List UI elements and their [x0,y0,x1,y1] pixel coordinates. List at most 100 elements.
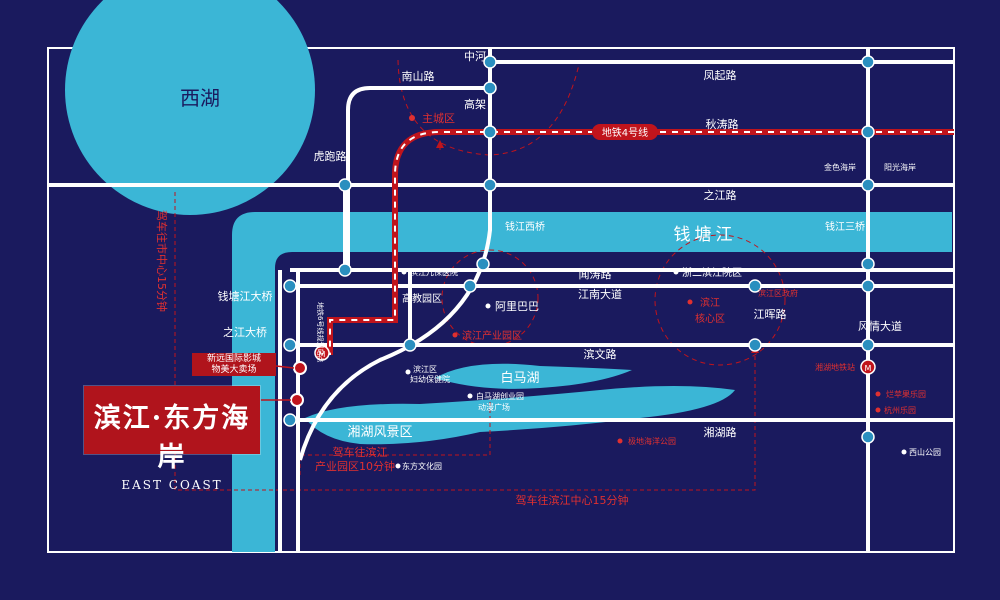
road-label-qiutao: 秋涛路 [706,117,739,131]
poi-gov: 滨江区政府 [758,288,798,298]
cinema-pin-icon [293,361,307,375]
map-frame [47,47,955,553]
road-label-qianjiang-third: 钱江三桥 [825,220,865,233]
poi-industrial: 滨江产业园区 [462,329,522,342]
arrow-city-head [436,140,444,148]
road-label-zhijiang-bridge: 之江大桥 [223,325,267,339]
road-label-xianghu: 湘湖路 [704,425,737,439]
dot [901,449,907,455]
radius-city [397,59,581,156]
node [403,338,417,352]
dot [617,438,623,444]
poi-jinsehaian: 金色海岸 [824,162,856,172]
xianghu-metro-label: 湘湖地铁站 [815,362,855,372]
node [483,125,497,139]
drive-city-border [174,192,756,491]
node [483,55,497,69]
radius-core [654,234,786,366]
project-brand: 滨江·东方海岸 EAST COAST [84,386,260,492]
poi-lanpingguo: 烂苹果乐园 [886,389,926,399]
dot [467,393,473,399]
poi-gaojiao: 高教园区 [402,292,442,305]
qiantang-river [232,212,952,552]
node [861,430,875,444]
node [748,279,762,293]
road-label-gaojia: 高架 [464,97,486,111]
node [483,178,497,192]
road-label-fengqing: 风情大道 [858,319,902,333]
brand-subtitle: EAST COAST [121,478,223,492]
zhucheng-dot [409,115,415,121]
poi-children-hospital: 滨江儿保医院 [410,267,458,277]
node [861,338,875,352]
cinema-label-2: 物美大卖场 [211,365,257,375]
node [861,257,875,271]
road-label-zhijiang: 之江路 [704,188,737,202]
cinema-label: 新远国际影城 物美大卖场 [192,353,276,376]
road-label-jianghui: 江晖路 [754,308,787,321]
baima-lake-label: 白马湖 [500,370,539,386]
road-label-jiangnan: 江南大道 [578,287,622,301]
metro-station-icon [314,345,330,361]
poi-core2: 核心区 [695,312,725,325]
dot [405,369,411,375]
drive-city-label: 驾车往市中心15分钟 [155,210,169,312]
node [748,338,762,352]
node [463,279,477,293]
baima-lake [435,363,632,389]
node [861,55,875,69]
road-label-wentao: 闻涛路 [579,267,612,281]
road-label-fengqi: 凤起路 [704,69,737,82]
poi-zhucheng: 主城区 [422,112,455,125]
dot [673,269,679,275]
drive-industrial-label-2: 产业园区10分钟 [315,459,395,473]
poi-zheer: 浙二滨江院区 [682,266,742,279]
dot [401,269,407,275]
drive-industrial-label-1: 驾车往滨江 [333,445,388,459]
dot [687,299,693,305]
node [338,263,352,277]
poi-hainan-park: 极地海洋公园 [628,436,676,446]
node [483,81,497,95]
dot [452,332,458,338]
node [338,178,352,192]
metro-station-glyph: M [319,350,326,359]
poi-yangguanghaian: 阳光海岸 [884,162,916,172]
node [861,125,875,139]
node [283,338,297,352]
road-nodes [283,55,875,444]
west-lake-label: 西湖 [180,86,220,110]
xianghu-metro-glyph: M [865,364,872,373]
poi-hangzhou-park: 杭州乐园 [884,405,916,415]
drive-center-label: 驾车往滨江中心15分钟 [516,493,629,507]
metro-line4-badge [592,124,658,140]
poi-maternity-1: 滨江区 [413,364,437,374]
dot [485,303,491,309]
cinema-leader [275,365,295,369]
road-label-nanshan: 南山路 [402,70,435,83]
node [283,413,297,427]
west-lake [65,0,315,215]
road-label-hupao: 虎跑路 [314,149,347,163]
poi-xishan-park: 西山公园 [909,447,941,457]
river-label: 钱塘江 [674,225,737,245]
dot [395,463,401,469]
xianghu-label: 湘湖风景区 [347,425,412,440]
road-network [48,48,954,552]
node [476,257,490,271]
road-label-qiantang-bridge: 钱塘江大桥 [218,289,273,303]
poi-baima-park-1: 白马湖创业园 [476,391,524,401]
poi-alibaba: 阿里巴巴 [495,300,539,313]
xianghu-lake [305,386,735,445]
dot [875,391,881,397]
metro-line4-label: 地铁4号线 [602,126,648,139]
poi-dongfang-culture: 东方文化园 [402,461,442,471]
node [283,279,297,293]
dot [875,407,881,413]
road-label-zhonghe: 中河 [464,50,486,63]
poi-core: 滨江 [700,296,720,309]
node [861,178,875,192]
node [861,279,875,293]
